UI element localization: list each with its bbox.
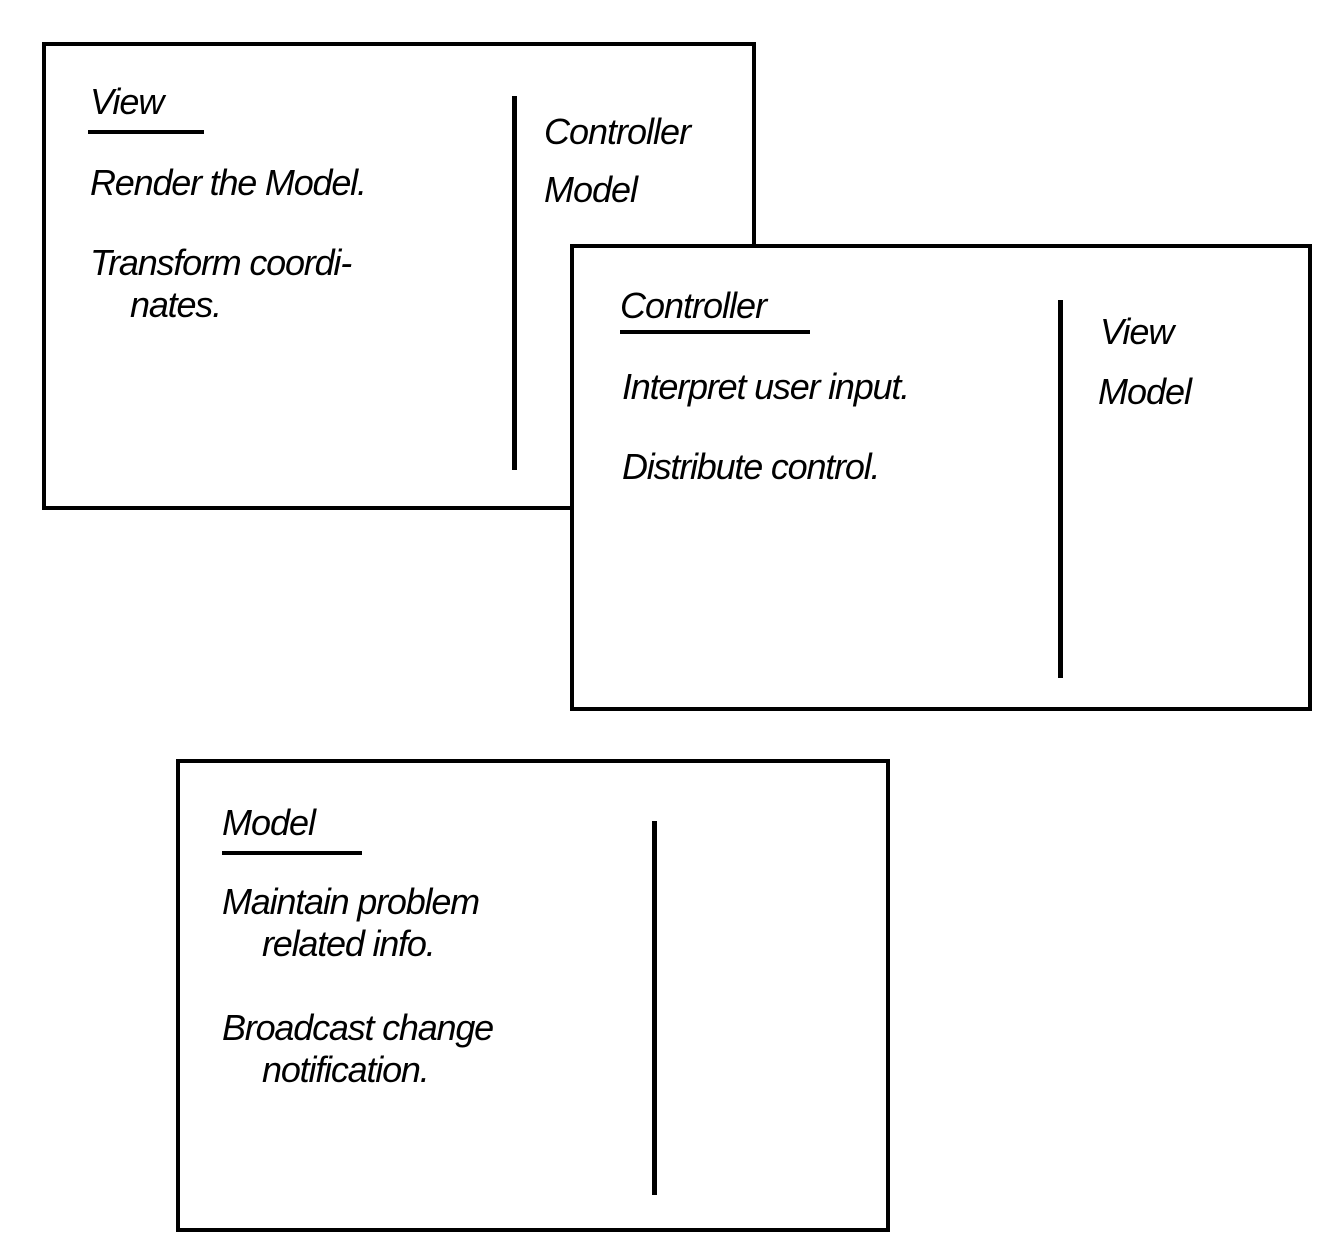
card-title-view: View (90, 81, 164, 122)
responsibility-maintain-info: Maintain problem related info. (222, 881, 480, 964)
card-title-controller: Controller (620, 285, 767, 326)
collaborator-controller: Controller (544, 111, 691, 152)
responsibility-render-model: Render the Model. (90, 162, 367, 203)
card-title-model: Model (222, 802, 316, 843)
responsibility-transform-coordinates: Transform coordi- nates. (90, 242, 352, 325)
card-title-underline (620, 330, 810, 334)
card-divider (652, 821, 657, 1195)
collaborator-model: Model (1098, 371, 1192, 412)
crc-card-model: Model Maintain problem related info. Bro… (176, 759, 890, 1232)
card-title-underline (222, 851, 362, 855)
card-divider (1058, 300, 1063, 678)
card-title-underline (88, 130, 204, 134)
responsibility-broadcast-change: Broadcast change notification. (222, 1007, 494, 1090)
collaborator-view: View (1100, 311, 1174, 352)
collaborator-model: Model (544, 169, 638, 210)
crc-card-controller: Controller Interpret user input. Distrib… (570, 244, 1312, 711)
responsibility-interpret-input: Interpret user input. (622, 366, 910, 407)
card-divider (512, 96, 517, 470)
responsibility-distribute-control: Distribute control. (622, 446, 881, 487)
